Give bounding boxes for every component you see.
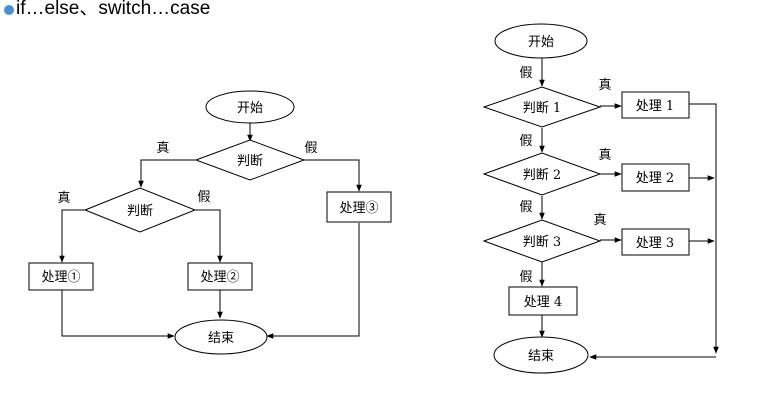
left-flowchart: 开始 判断 判断 处理③ 处理① 处理② 结束 真 假 真 假 — [28, 90, 392, 355]
process-3-label: 处理 3 — [636, 236, 674, 251]
end-terminal — [174, 319, 268, 355]
decision-2-label: 判断 2 — [523, 168, 561, 183]
right-flowchart: 开始 判断 1 判断 2 判断 3 处理 1 处理 2 处理 3 处理 4 结束… — [482, 23, 719, 374]
connector — [304, 159, 362, 192]
true-label-inner: 真 — [57, 191, 70, 206]
process-2-label: 处理② — [200, 270, 239, 285]
process-3-label: 处理③ — [339, 201, 378, 216]
process-4-label: 处理 4 — [524, 295, 562, 310]
false-label-2: 假 — [519, 200, 532, 215]
true-label-1: 真 — [598, 78, 611, 93]
false-label: 假 — [519, 66, 532, 81]
true-label-2: 真 — [598, 148, 611, 163]
connector — [61, 290, 175, 339]
heading-text: if…else、switch…case — [16, 0, 211, 19]
false-label: 假 — [304, 141, 317, 156]
decision-diamond-1 — [482, 86, 602, 128]
end-label: 结束 — [528, 349, 554, 364]
start-terminal — [205, 90, 295, 124]
process-box-1 — [621, 91, 690, 119]
decision-diamond-2 — [482, 152, 602, 196]
true-label: 真 — [156, 141, 169, 156]
process-2-label: 处理 2 — [636, 171, 674, 186]
start-label: 开始 — [237, 101, 263, 116]
slide-heading: if…else、switch…case — [4, 0, 210, 20]
connector — [138, 159, 196, 188]
process-box-1 — [28, 262, 94, 291]
false-label-3: 假 — [519, 270, 532, 285]
process-box-3 — [621, 228, 690, 256]
end-label: 结束 — [208, 331, 234, 346]
false-label-1: 假 — [519, 134, 532, 149]
process-box-3 — [326, 191, 392, 223]
decision-diamond-inner — [83, 187, 197, 233]
process-box-4 — [508, 286, 578, 316]
process-box-2 — [187, 262, 253, 291]
end-terminal — [493, 336, 589, 374]
decision-diamond-3 — [482, 219, 602, 263]
connector — [689, 103, 719, 354]
true-label-3: 真 — [593, 213, 606, 228]
connector — [195, 209, 223, 263]
decision-3-label: 判断 3 — [523, 235, 561, 250]
bullet-icon — [4, 4, 14, 15]
process-1-label: 处理 1 — [636, 99, 674, 114]
decision-diamond — [194, 139, 306, 181]
decision-label: 判断 — [237, 154, 263, 169]
connector — [59, 209, 85, 263]
false-label-inner: 假 — [197, 190, 210, 205]
process-box-2 — [621, 163, 690, 192]
start-label: 开始 — [528, 35, 554, 50]
start-terminal — [494, 23, 588, 59]
decision-inner-label: 判断 — [127, 204, 153, 219]
decision-1-label: 判断 1 — [523, 101, 561, 116]
connector — [266, 223, 360, 339]
process-1-label: 处理① — [41, 270, 80, 285]
